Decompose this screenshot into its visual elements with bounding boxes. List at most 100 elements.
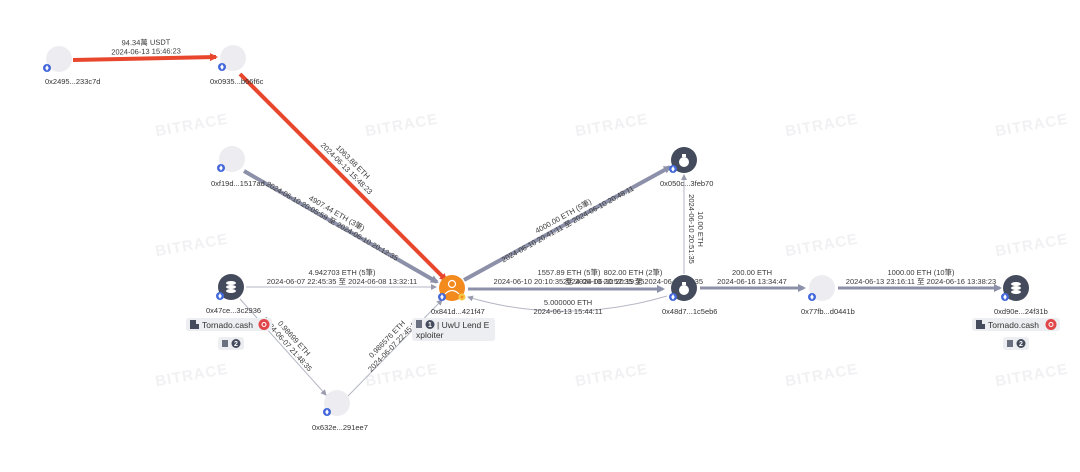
edge-line[interactable] [238, 72, 448, 282]
address-node[interactable]: 0x0935...b66f6c [210, 45, 264, 86]
edge-amount: 1000.00 ETH (10筆) [887, 267, 955, 277]
entity-tag-label: | UwU Lend E [437, 320, 490, 330]
edge-time: 2024-06-16 13:34:47 [717, 277, 787, 286]
edge-layer [72, 53, 1002, 397]
edge-label: 200.00 ETH 2024-06-16 13:34:47 [717, 268, 787, 286]
address-label: 0x632e...291ee7 [312, 423, 368, 432]
watermark: BITRACE [364, 111, 440, 141]
building-icon [190, 320, 199, 329]
coins-icon [1011, 282, 1021, 294]
entity-tag[interactable]: Tornado.cash [186, 318, 272, 331]
address-node[interactable]: 0x632e...291ee7 [312, 390, 368, 432]
edge-label: 1557.89 ETH (5筆) 2024-06-10 20:10:35 至 2… [494, 267, 645, 286]
entity-count: 2 [1019, 341, 1023, 348]
edge-amount: 5.000000 ETH [544, 298, 592, 307]
edge-time: 2024-06-07 22:45:35 至 2024-06-08 13:32:1… [267, 277, 417, 286]
entity-tag-label: Tornado.cash [988, 320, 1039, 330]
edge-amount: 10.00 ETH [696, 211, 705, 247]
edge-label: 1063.88 ETH 2024-06-13 15:48:23 [319, 141, 375, 197]
entity-tag-label: Tornado.cash [202, 320, 253, 330]
entity-tag[interactable]: 1 | UwU Lend E xploiter [412, 318, 495, 341]
edge-time: 2024-06-13 15:46:23 [111, 46, 181, 56]
edge-line[interactable] [347, 299, 443, 397]
edge-amount: 1557.89 ETH (5筆) [538, 267, 601, 277]
node-circle[interactable] [46, 46, 72, 72]
edge-label: 1000.00 ETH (10筆) 2024-06-13 23:16:11 至 … [846, 267, 996, 286]
watermark: BITRACE [784, 111, 860, 141]
mixer-warning-icon [1045, 319, 1057, 330]
money-bag-icon [679, 154, 689, 167]
building-icon [1007, 340, 1013, 347]
address-label: 0x841d...421f47 [431, 307, 485, 316]
address-node[interactable]: 0x77fb...d0441b [801, 275, 855, 316]
edge-time: 2024-06-10 20:52:35 至 2024-06-13 11:35 [563, 277, 703, 286]
watermark: BITRACE [154, 361, 230, 391]
address-label: 0xf19d...1517ad [211, 179, 265, 188]
watermark: BITRACE [574, 361, 650, 391]
address-label: 0x47ce...3c2936 [206, 306, 261, 315]
ethereum-icon [669, 165, 677, 173]
ethereum-icon [217, 164, 225, 172]
mixer-warning-icon [258, 319, 270, 330]
building-icon [416, 320, 422, 328]
risk-badge-icon [458, 293, 466, 301]
edge-time: 2024-06-13 23:16:11 至 2024-06-16 13:38:2… [846, 277, 996, 286]
edge-line[interactable] [467, 295, 668, 312]
address-node[interactable]: 0x2495...233c7d [43, 46, 100, 86]
node-layer: 0x2495...233c7d 0x0935...b66f6c 0xf19d..… [43, 45, 1060, 432]
node-circle[interactable] [809, 275, 835, 301]
edge-time: 2024-06-10 20:05:59 至 2024-06-10 20:12:3… [265, 179, 400, 262]
node-circle[interactable] [324, 390, 350, 416]
address-label: 0xd90e...24f31b [994, 307, 1048, 316]
focus-node[interactable]: 0x841d...421f47 1 | UwU Lend E xploiter [412, 275, 495, 341]
ethereum-icon [323, 408, 331, 416]
entity-node[interactable]: 0x050c...3feb70 [660, 147, 713, 188]
entity-node[interactable]: 0x47ce...3c2936 Tornado.cash 2 [186, 274, 272, 350]
address-label: 0x0935...b66f6c [210, 77, 264, 86]
entity-count-badge[interactable]: 2 [218, 337, 244, 350]
hacker-icon [444, 279, 460, 295]
watermark: BITRACE [994, 111, 1070, 141]
ethereum-icon [808, 293, 816, 301]
edge-amount: 4.942703 ETH (5筆) [308, 267, 376, 277]
entity-count: 2 [234, 341, 238, 348]
ethereum-icon [1001, 293, 1009, 301]
edge-line[interactable] [463, 165, 672, 282]
node-circle[interactable] [219, 146, 245, 172]
watermark: BITRACE [574, 111, 650, 141]
tag-count: 1 [428, 322, 432, 329]
address-label: 0x2495...233c7d [45, 77, 100, 86]
edge-line[interactable] [243, 169, 439, 284]
edge-line[interactable] [239, 298, 327, 396]
entity-node[interactable]: 0x48d7...1c5eb6 [662, 275, 717, 316]
edge-time: 2024-06-13 15:44:11 [533, 307, 602, 316]
ethereum-icon [218, 63, 226, 71]
ethereum-icon [438, 293, 446, 301]
entity-count-badge[interactable]: 2 [1003, 337, 1029, 350]
address-label: 0x48d7...1c5eb6 [662, 307, 717, 316]
edge-label: 4.942703 ETH (5筆) 2024-06-07 22:45:35 至 … [267, 267, 417, 286]
address-node[interactable]: 0xf19d...1517ad [211, 146, 265, 188]
edge-amount: 94.34萬 USDT [121, 37, 170, 48]
edge-label: 802.00 ETH (2筆) 2024-06-10 20:52:35 至 20… [563, 267, 703, 286]
edge-amount: 200.00 ETH [732, 268, 772, 277]
node-circle[interactable] [220, 45, 246, 71]
edge-time: 2024-06-10 20:41:11 至 2024-06-10 20:48:1… [500, 184, 635, 265]
edge-time: 2024-06-10 20:10:35 至 2024-06-10 20:19:3… [494, 277, 645, 286]
watermark: BITRACE [154, 111, 230, 141]
edge-label: 94.34萬 USDT 2024-06-13 15:46:23 [111, 37, 181, 57]
building-icon [976, 320, 985, 329]
ethereum-icon [216, 292, 224, 300]
entity-node[interactable]: 0xd90e...24f31b Tornado.cash 2 [972, 275, 1060, 350]
watermark: BITRACE [784, 361, 860, 391]
edge-line[interactable] [72, 53, 218, 62]
edge-time: 2024-06-10 20:51:35 [687, 194, 696, 264]
edge-amount: 802.00 ETH (2筆) [604, 267, 663, 277]
entity-tag[interactable]: Tornado.cash [972, 318, 1060, 331]
ethereum-icon [669, 293, 677, 301]
watermark: BITRACE [994, 231, 1070, 261]
entity-tag-label-continued: xploiter [416, 330, 444, 340]
edge-label: 4000.00 ETH (5筆) 2024-06-10 20:41:11 至 2… [500, 184, 635, 265]
address-label: 0x77fb...d0441b [801, 307, 855, 316]
